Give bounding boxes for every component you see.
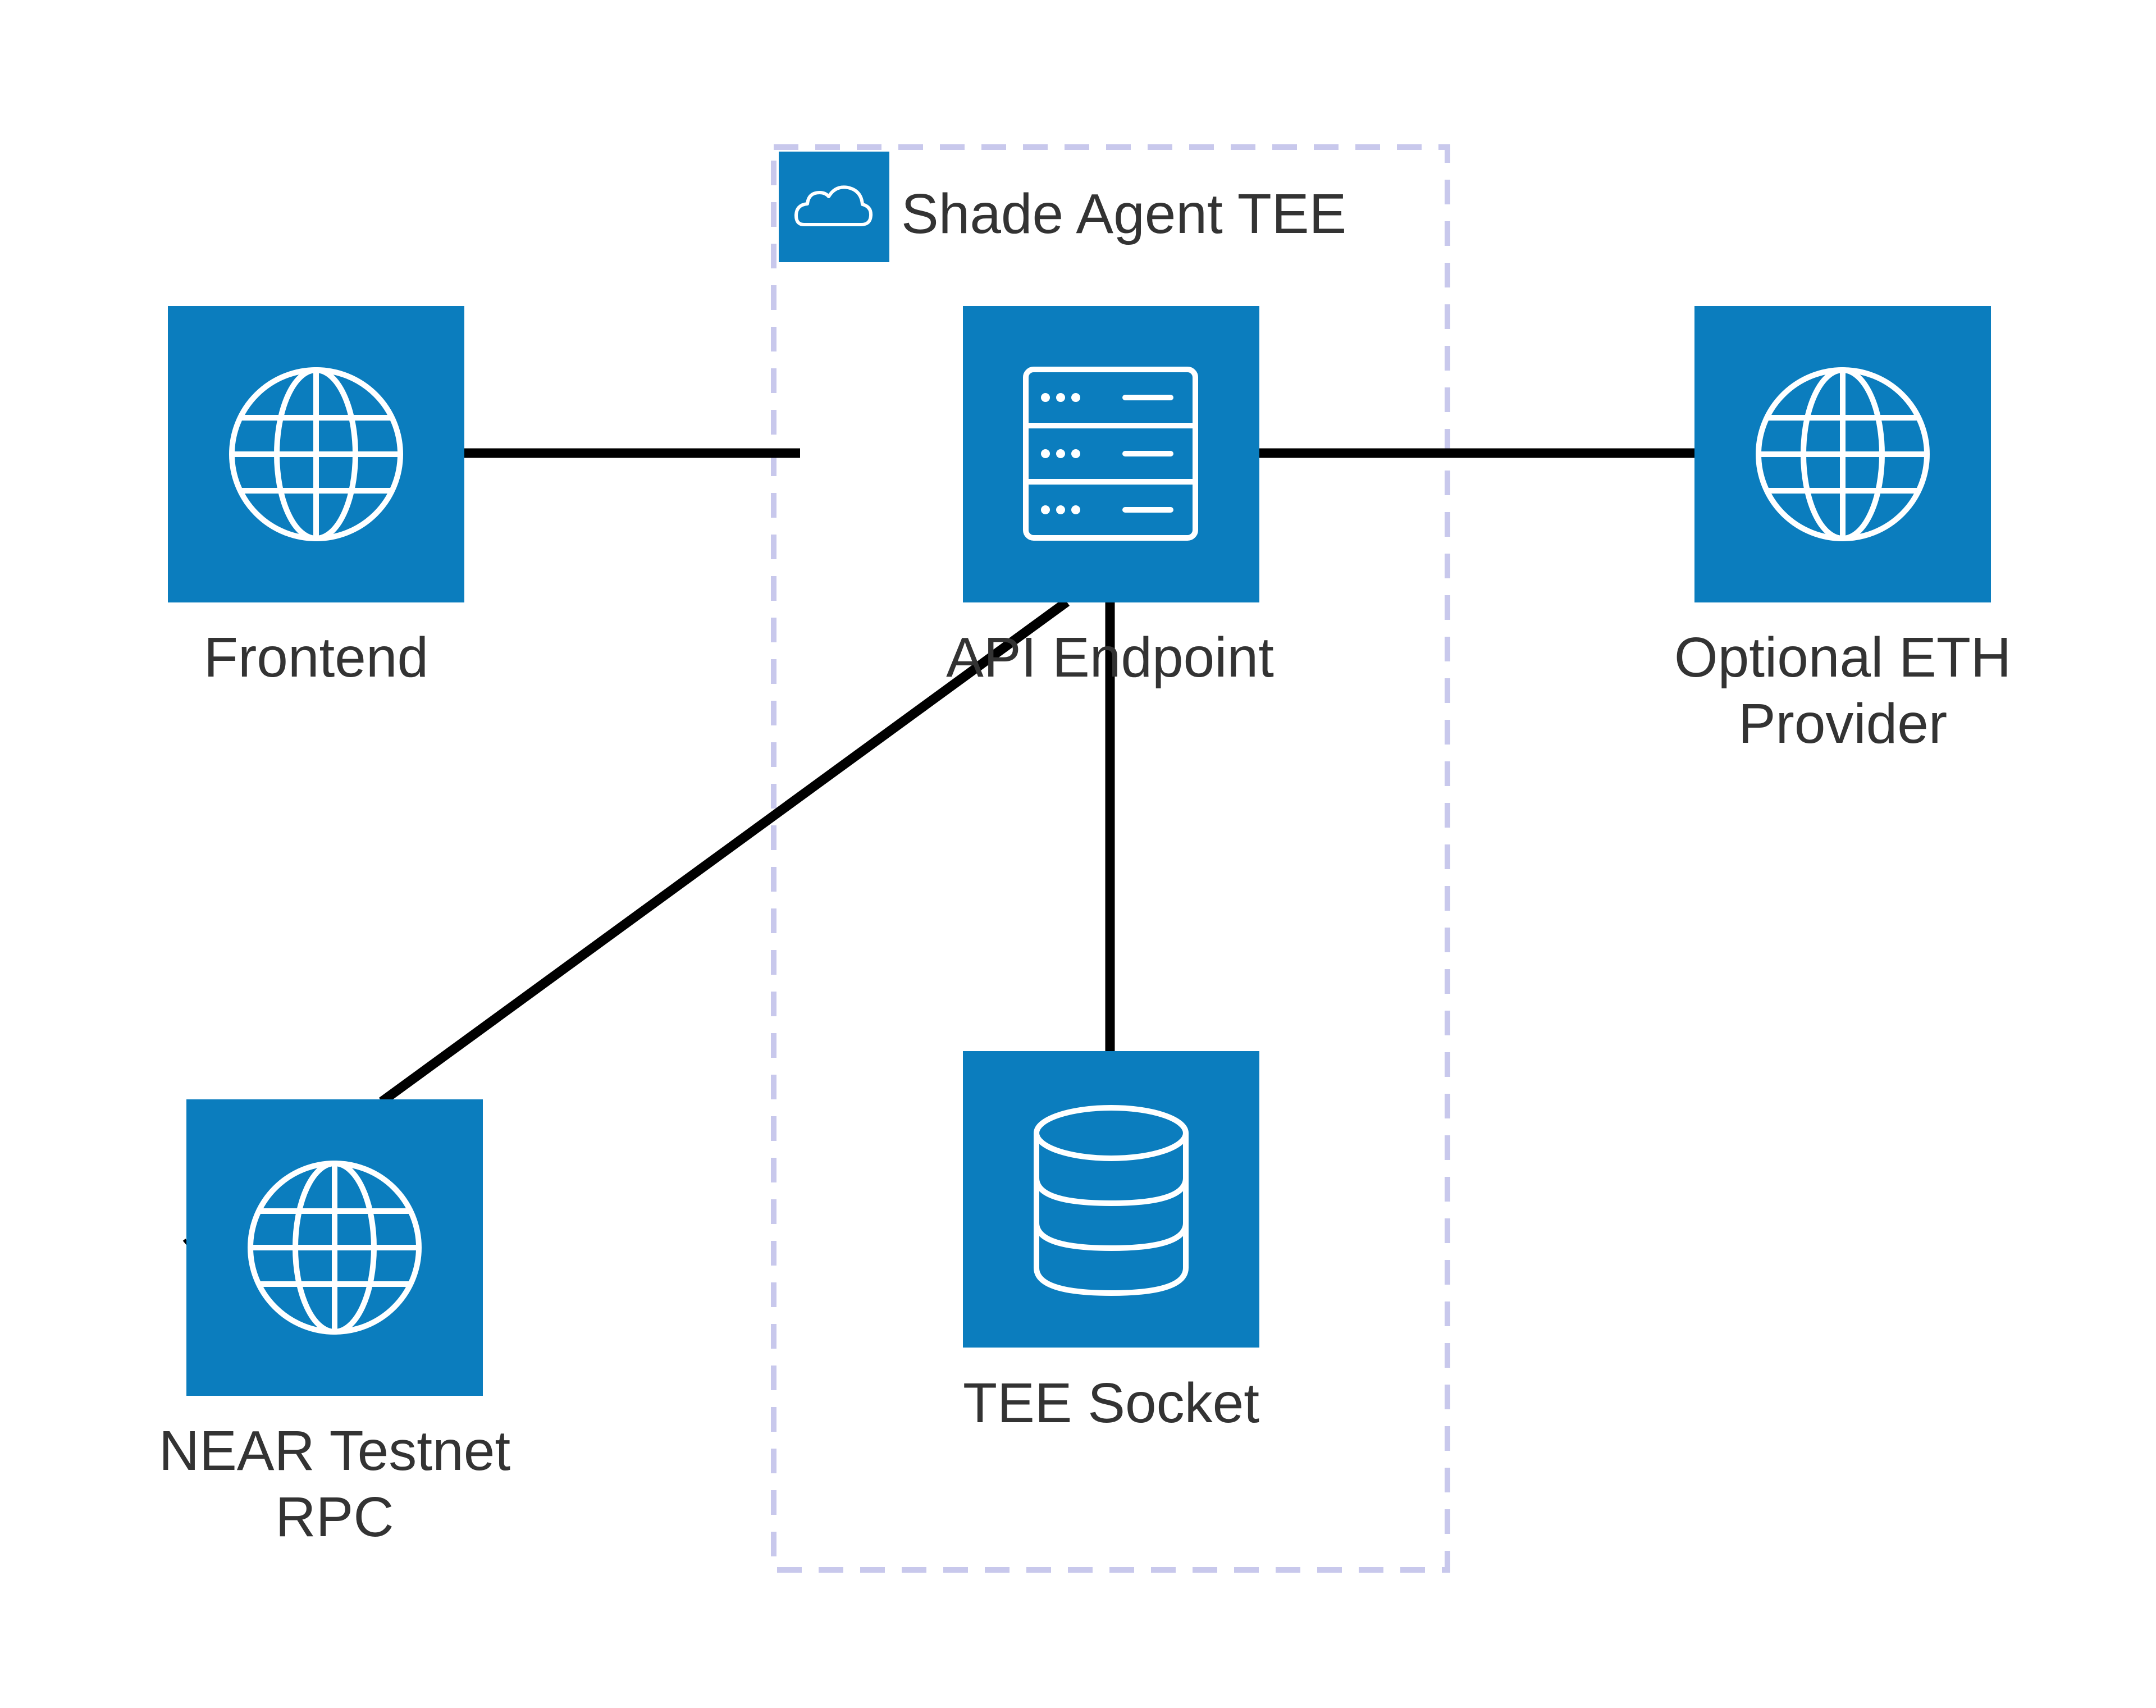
node-tee-socket-label: TEE Socket: [963, 1372, 1259, 1435]
node-eth-provider-label-line-1: Optional ETH: [1674, 626, 2011, 689]
node-tee-socket: TEE Socket: [963, 1051, 1259, 1435]
group-header-icon-box: [779, 152, 889, 262]
database-icon: [1034, 1105, 1189, 1296]
server-led-dots: [1041, 393, 1080, 514]
node-near-rpc: NEAR Testnet RPC: [159, 1099, 510, 1549]
node-api-endpoint: API Endpoint: [946, 306, 1274, 689]
node-near-rpc-label-line-2: RPC: [275, 1486, 394, 1549]
node-tee-socket-box: [963, 1051, 1259, 1348]
node-frontend-label: Frontend: [204, 626, 428, 689]
server-icon: [1023, 367, 1198, 541]
node-frontend: Frontend: [168, 306, 464, 689]
node-eth-provider-label-line-2: Provider: [1738, 692, 1947, 755]
group-title: Shade Agent TEE: [901, 182, 1346, 245]
edges: [378, 448, 1696, 1106]
node-api-endpoint-box: [963, 306, 1259, 602]
cloud-icon: [794, 185, 873, 226]
globe-icon: [248, 1161, 422, 1335]
shade-agent-tee-group: [771, 144, 1450, 1573]
globe-icon: [229, 367, 403, 541]
node-api-endpoint-label: API Endpoint: [946, 626, 1274, 689]
edge-api-near-rpc: [378, 598, 1070, 1106]
node-eth-provider: Optional ETH Provider: [1674, 306, 2011, 755]
globe-icon: [1756, 367, 1930, 541]
node-near-rpc-label-line-1: NEAR Testnet: [159, 1419, 510, 1482]
